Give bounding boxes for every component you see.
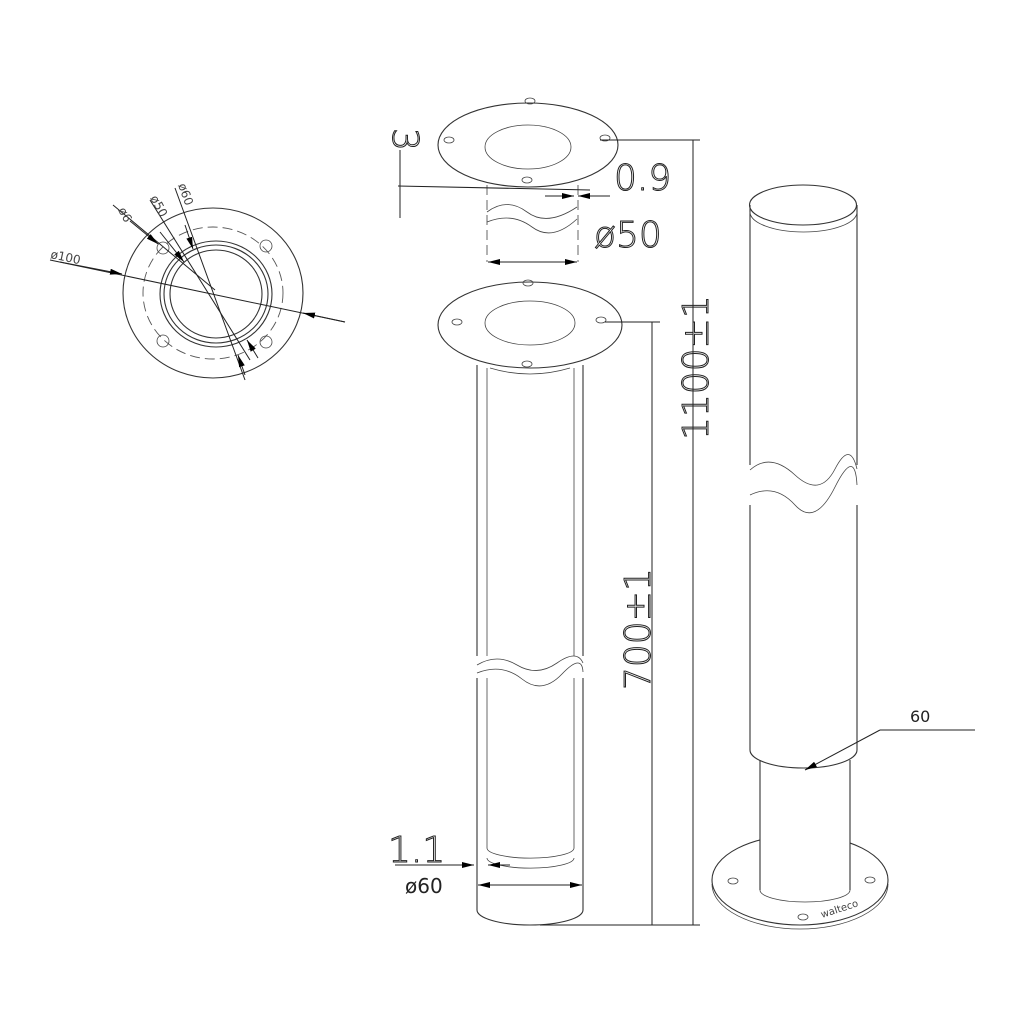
top-view: ø6 ø50 ø60 ø100 [49, 181, 346, 381]
wall-thickness-top-label: 0.9 [614, 158, 671, 199]
total-height-label: 1100±1 [676, 295, 717, 440]
diameter-callout-label: 60 [910, 707, 930, 726]
brand-logo: walteco [820, 898, 860, 920]
wall-thickness-bottom-label: 1.1 [388, 830, 445, 871]
top-view-label-inner: ø50 [147, 193, 170, 220]
section-view: 3 0.9 ø50 1.1 ø60 7 [384, 97, 718, 926]
outer-diameter-label: ø60 [405, 874, 443, 898]
top-view-label-outer: ø60 [175, 181, 196, 207]
top-view-label-hole: ø6 [115, 205, 134, 225]
inner-diameter-label: ø50 [594, 215, 662, 256]
embedded-length-label: 700±1 [618, 568, 659, 690]
top-view-label-plate: ø100 [49, 247, 81, 267]
assembled-view: walteco 60 [711, 184, 975, 930]
plate-thickness-label: 3 [384, 128, 425, 151]
